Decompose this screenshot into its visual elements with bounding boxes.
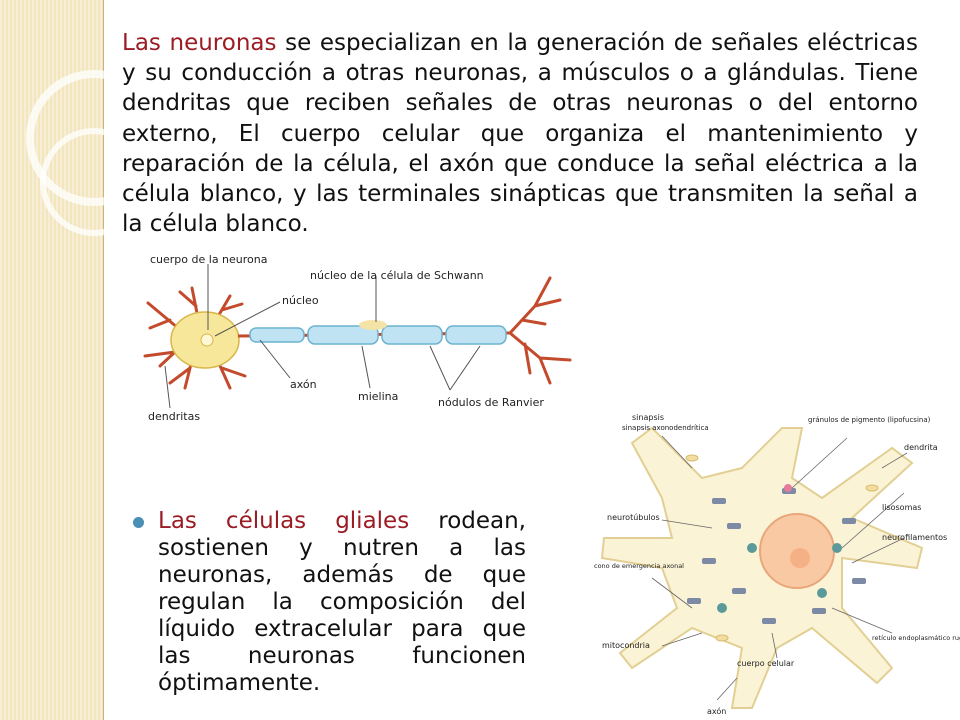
nucleolus-shape [790, 548, 810, 568]
label-neurotubules: neurotúbulos [607, 513, 660, 522]
label-body: cuerpo celular [737, 659, 795, 668]
glial-text: rodean, sostienen y nutren a las neurona… [158, 508, 526, 696]
intro-paragraph: Las neuronas se especializan en la gener… [122, 28, 918, 239]
lysosomes-shape [717, 543, 842, 613]
cell-outline-shape [600, 426, 924, 709]
label-nucleus: núcleo [282, 294, 319, 307]
label-hillock: cono de emergencia axonal [594, 562, 684, 570]
glial-bullet: Las células gliales rodean, sostienen y … [158, 508, 526, 697]
label-cell-body: cuerpo de la neurona [150, 253, 268, 266]
label-mitochondria: mitocondria [602, 641, 650, 650]
pigment-shape [784, 484, 792, 492]
label-schwann-nucleus: núcleo de la célula de Schwann [310, 269, 484, 282]
label-ranvier: nódulos de Ranvier [438, 396, 544, 409]
label-lysosomes: lisosomas [882, 503, 921, 512]
intro-text: se especializan en la generación de seña… [122, 30, 919, 238]
neuron-diagram: cuerpo de la neurona núcleo de la célula… [143, 253, 572, 423]
label-er: retículo endoplasmático rugoso [872, 634, 960, 642]
gliales-highlight: Las células gliales [158, 508, 410, 534]
decorative-ring [40, 128, 148, 236]
neuron-cell-diagram: sinapsis sinapsis axonodendrítica gránul… [594, 413, 960, 716]
label-dendrite: dendrita [904, 443, 938, 452]
label-pigment: gránulos de pigmento (lipofucsina) [808, 416, 931, 424]
label-neurofilaments: neurofilamentos [882, 533, 947, 542]
bullet-dot [133, 517, 144, 528]
label-synapse: sinapsis axonodendrítica [622, 424, 709, 432]
label-myelin: mielina [358, 390, 398, 403]
label-synapse-1: sinapsis [632, 413, 664, 422]
organelles-shape [687, 488, 866, 624]
label-axon: axón [290, 378, 317, 391]
myelin-sheath [249, 325, 507, 345]
label-dendrites: dendritas [148, 410, 200, 423]
label-cell-axon: axón [707, 706, 726, 716]
schwann-nucleus-shape [359, 320, 387, 330]
neuronas-highlight: Las neuronas [122, 30, 277, 56]
mitochondria-shape [685, 454, 879, 642]
nucleus-shape [200, 333, 214, 347]
